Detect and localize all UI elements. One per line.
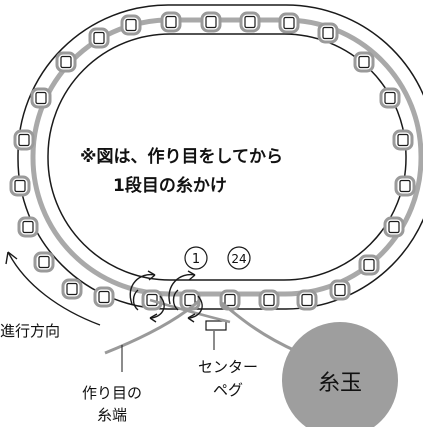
yarn-to-ball <box>221 301 299 354</box>
loom-inner-outline <box>47 33 407 281</box>
peg <box>93 31 105 45</box>
yarn-ball <box>282 322 398 427</box>
peg <box>125 18 137 32</box>
peg <box>205 15 217 29</box>
peg <box>184 293 196 307</box>
peg <box>35 91 47 105</box>
peg <box>363 258 375 272</box>
peg <box>322 26 334 40</box>
direction-arrow-head <box>5 251 18 265</box>
cast-on-tail-yarn <box>104 298 202 355</box>
center-peg-label-1: センター <box>198 358 258 376</box>
peg <box>388 220 400 234</box>
peg <box>244 15 256 29</box>
note-line-2: 1段目の糸かけ <box>113 175 227 196</box>
center-peg-marker <box>205 320 227 331</box>
note-line-1: ※図は、作り目をしてから <box>80 146 283 167</box>
peg <box>38 255 50 269</box>
peg <box>334 283 346 297</box>
direction-label: 進行方向 <box>0 322 60 340</box>
yarn-ball-label: 糸玉 <box>318 371 362 396</box>
peg <box>358 55 370 69</box>
peg <box>301 293 313 307</box>
peg <box>397 133 409 147</box>
direction-arrow <box>7 251 101 326</box>
peg <box>18 133 30 147</box>
peg <box>384 91 396 105</box>
cast-on-tail-label-2: 糸端 <box>97 406 127 424</box>
wrap-arrows <box>129 270 203 323</box>
peg-label-last: 24 <box>227 246 251 270</box>
peg <box>22 220 34 234</box>
peg <box>399 179 411 193</box>
crossing-yarn <box>149 298 231 324</box>
svg-text:24: 24 <box>231 252 246 266</box>
cast-on-tail-label-1: 作り目の <box>82 384 142 402</box>
peg <box>165 15 177 29</box>
peg <box>263 293 275 307</box>
svg-text:1: 1 <box>192 252 200 267</box>
center-peg-label-2: ペグ <box>213 381 243 399</box>
peg <box>224 293 236 307</box>
peg <box>60 55 72 69</box>
peg <box>66 282 78 296</box>
peg <box>98 290 110 304</box>
peg <box>283 16 295 30</box>
peg <box>14 179 26 193</box>
peg-label-first: 1 <box>184 246 208 270</box>
